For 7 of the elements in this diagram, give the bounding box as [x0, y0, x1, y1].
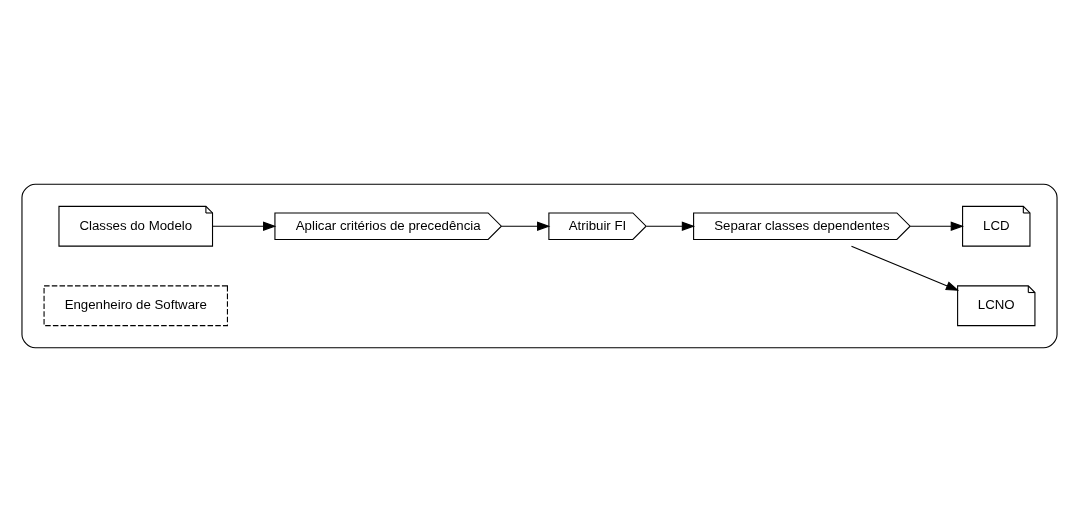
arrow — [850, 245, 960, 291]
arrow — [501, 221, 551, 231]
arrow — [909, 221, 964, 231]
cluster — [21, 183, 1058, 348]
arrow — [645, 221, 696, 231]
node-box: Engenheiro de Software — [43, 284, 228, 326]
arrow — [212, 221, 277, 231]
